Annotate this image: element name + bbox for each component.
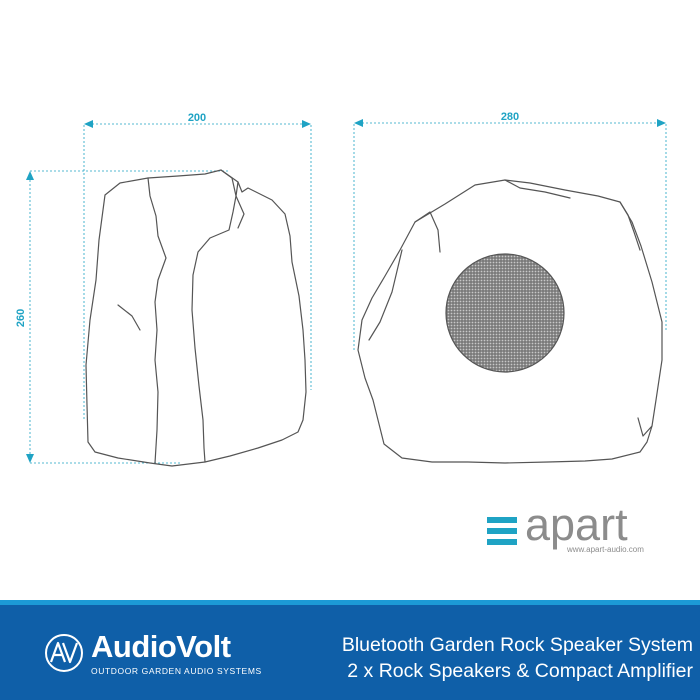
product-line-2: 2 x Rock Speakers & Compact Amplifier [347,660,693,682]
small-rock-outline [85,169,307,467]
footer-band [0,605,700,700]
product-line-1: Bluetooth Garden Rock Speaker System [341,634,693,656]
apart-url: www.apart-audio.com [567,545,644,554]
footer-stripe [0,600,700,605]
audiovolt-av-logo-icon [45,634,83,672]
height-dimension: 260 [15,170,230,464]
apart-logo: apart www.apart-audio.com [487,499,677,565]
height-label: 260 [15,309,27,327]
brand-tagline: OUTDOOR GARDEN AUDIO SYSTEMS [91,666,262,676]
small-width-label: 200 [188,112,206,124]
large-rock-outline [357,179,663,464]
apart-wordmark: apart [525,499,628,550]
large-width-label: 280 [501,111,519,123]
speaker-grille [445,253,565,373]
product-description: Bluetooth Garden Rock Speaker System 2 x… [268,632,693,684]
brand-name: AudioVolt [91,629,231,664]
apart-bars-icon [487,517,517,547]
small-width-dimension: 200 [83,112,312,420]
rock-speaker-dimension-drawing: 200 280 260 [15,111,667,467]
footer-banner [0,600,700,700]
large-width-dimension: 280 [353,111,667,350]
